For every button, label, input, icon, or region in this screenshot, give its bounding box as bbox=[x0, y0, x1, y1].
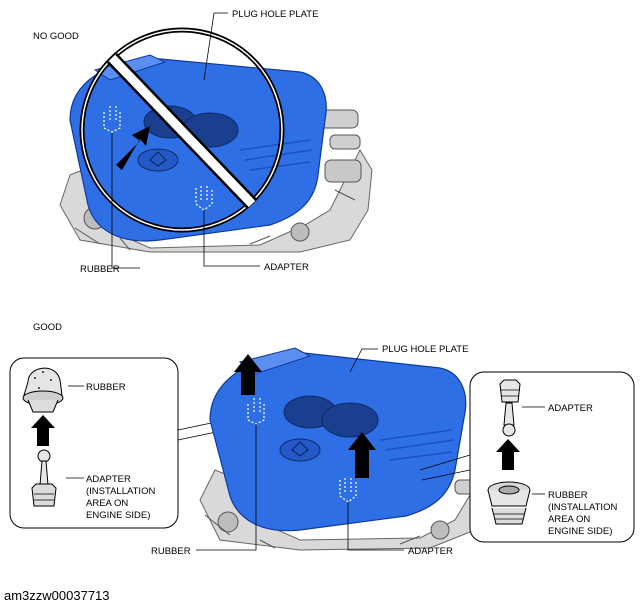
right-callout-rubber-line3: AREA ON bbox=[548, 514, 590, 525]
plug-hole-plate-bottom bbox=[209, 347, 467, 532]
top-plug-hole-plate-label: PLUG HOLE PLATE bbox=[232, 9, 318, 20]
bottom-plate-leader bbox=[349, 348, 378, 373]
left-callout bbox=[9, 357, 236, 529]
right-up-arrow bbox=[496, 439, 520, 470]
left-callout-adapter-line4: ENGINE SIDE) bbox=[86, 510, 150, 521]
top-rubber-leader bbox=[111, 133, 140, 269]
left-callout-adapter-line3: AREA ON bbox=[86, 498, 128, 509]
right-callout-rubber-line2: (INSTALLATION bbox=[548, 502, 617, 513]
right-callout-rubber-line1: RUBBER bbox=[548, 490, 588, 501]
good-illustration bbox=[196, 347, 489, 551]
top-adapter-label: ADAPTER bbox=[264, 262, 309, 273]
left-rubber-part bbox=[22, 367, 64, 413]
right-rubber-part bbox=[487, 481, 531, 525]
right-adapter-part bbox=[499, 379, 521, 437]
no-good-illustration bbox=[59, 12, 373, 269]
bottom-rubber-label: RUBBER bbox=[151, 546, 191, 557]
figure-id: am3zzw00037713 bbox=[4, 588, 110, 603]
bottom-rubber-leader bbox=[196, 424, 257, 551]
bottom-adapter-leader bbox=[347, 502, 404, 551]
right-callout-adapter-label: ADAPTER bbox=[548, 403, 593, 414]
left-up-arrow bbox=[31, 415, 55, 446]
bottom-plug-hole-plate-label: PLUG HOLE PLATE bbox=[382, 344, 468, 355]
top-rubber-marker bbox=[103, 106, 121, 133]
right-callout-rubber-line4: ENGINE SIDE) bbox=[548, 526, 612, 537]
no-good-label: NO GOOD bbox=[33, 31, 79, 42]
left-callout-adapter-line1: ADAPTER bbox=[86, 474, 131, 485]
left-callout-rubber-label: RUBBER bbox=[86, 382, 126, 393]
top-plate-leader bbox=[203, 12, 228, 81]
bottom-adapter-label: ADAPTER bbox=[408, 546, 453, 557]
left-callout-adapter-line2: (INSTALLATION bbox=[86, 486, 155, 497]
top-adapter-leader bbox=[203, 210, 260, 267]
good-label: GOOD bbox=[33, 322, 62, 333]
left-adapter-part bbox=[31, 449, 57, 507]
wrong-direction-arrow bbox=[116, 126, 150, 170]
lift-adapter-arrow bbox=[348, 432, 376, 478]
prohibition-sign bbox=[79, 27, 285, 233]
right-callout bbox=[419, 371, 635, 543]
engine-block-top bbox=[59, 109, 373, 253]
lift-rubber-arrow bbox=[234, 354, 262, 395]
top-rubber-label: RUBBER bbox=[80, 264, 120, 275]
